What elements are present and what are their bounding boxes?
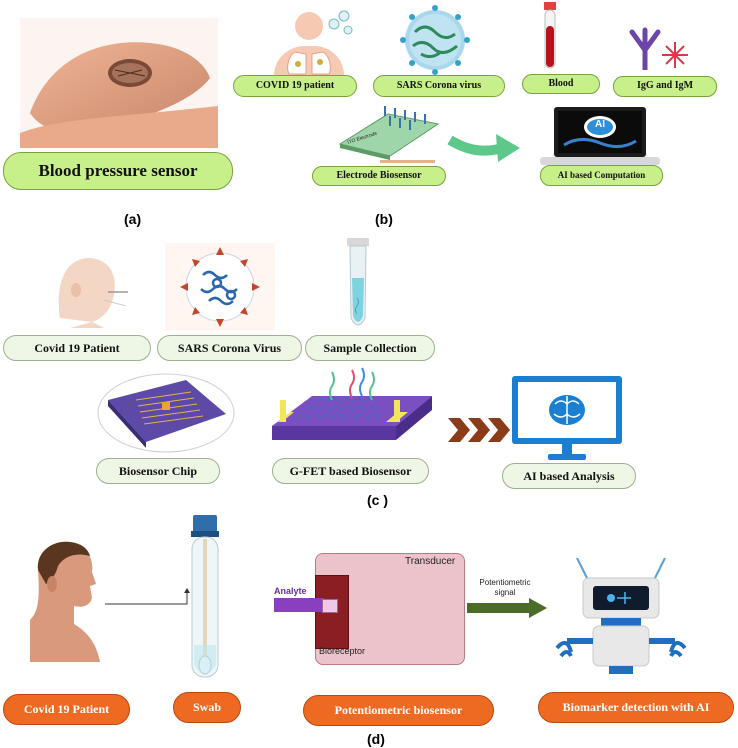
- patient-profile-icon: [30, 541, 100, 662]
- blood-pressure-sensor-box: Blood pressure sensor: [3, 152, 233, 190]
- panel-a-label: (a): [124, 211, 142, 227]
- sars-virus-box: SARS Corona virus: [373, 75, 505, 97]
- ai-analysis-box: AI based Analysis: [502, 463, 636, 489]
- covid-patient-d-box: Covid 19 Patient: [3, 694, 130, 725]
- biosensor-chip-box: Biosensor Chip: [96, 458, 220, 484]
- ai-laptop-text: AI: [595, 119, 605, 130]
- blood-tube-icon: [544, 2, 556, 69]
- ai-monitor-icon: [512, 376, 622, 460]
- swab-box: Swab: [173, 692, 241, 723]
- sars-virus-c-box: SARS Corona Virus: [157, 335, 302, 361]
- electrode-biosensor-icon: ITO Electrode: [338, 106, 440, 163]
- ai-computation-box: AI based Computation: [540, 165, 663, 186]
- antibody-icon: [629, 27, 688, 70]
- sars-virus-icon: [400, 5, 470, 75]
- biosensor-chip-icon: [97, 373, 235, 453]
- gfet-biosensor-box: G-FET based Biosensor: [272, 458, 429, 484]
- analyte-tip: [322, 599, 338, 613]
- green-arrow-icon: [447, 134, 520, 162]
- panel-b-label: (b): [375, 211, 393, 227]
- transducer-label: Transducer: [405, 556, 456, 567]
- patient-lungs-icon: [274, 10, 353, 76]
- covid-patient-box: COVID 19 patient: [233, 75, 357, 97]
- blood-box: Blood: [522, 74, 600, 94]
- bioreceptor-label: Bioreceptor: [319, 646, 366, 656]
- signal-label: Potentiometric signal: [479, 578, 531, 597]
- potentiometric-biosensor-box: Potentiometric biosensor: [303, 695, 494, 726]
- analyte-label: Analyte: [274, 586, 307, 596]
- panel-d-label: (d): [367, 731, 385, 747]
- sars-virus-c-icon: [165, 243, 275, 331]
- biomarker-detection-box: Biomarker detection with AI: [538, 692, 734, 723]
- panel-c-label: (c ): [367, 492, 388, 508]
- sample-tube-icon: [347, 238, 369, 326]
- electrode-biosensor-box: Electrode Biosensor: [312, 166, 446, 186]
- igg-igm-box: IgG and IgM: [613, 76, 717, 97]
- swab-tube-icon: [191, 515, 219, 678]
- analyte-bar: [274, 598, 324, 612]
- covid-patient-c-box: Covid 19 Patient: [3, 335, 151, 361]
- ai-laptop-icon: [540, 107, 660, 165]
- ai-robot-icon: [555, 557, 687, 674]
- finger-sensor-photo: [20, 18, 218, 148]
- signal-arrow-icon: [467, 598, 547, 618]
- gfet-biosensor-icon: [272, 367, 432, 440]
- patient-head-icon: [58, 258, 128, 328]
- patient-to-swab-arrow: [105, 588, 190, 605]
- sample-collection-box: Sample Collection: [305, 335, 435, 361]
- chevron-arrows-icon: [448, 418, 510, 442]
